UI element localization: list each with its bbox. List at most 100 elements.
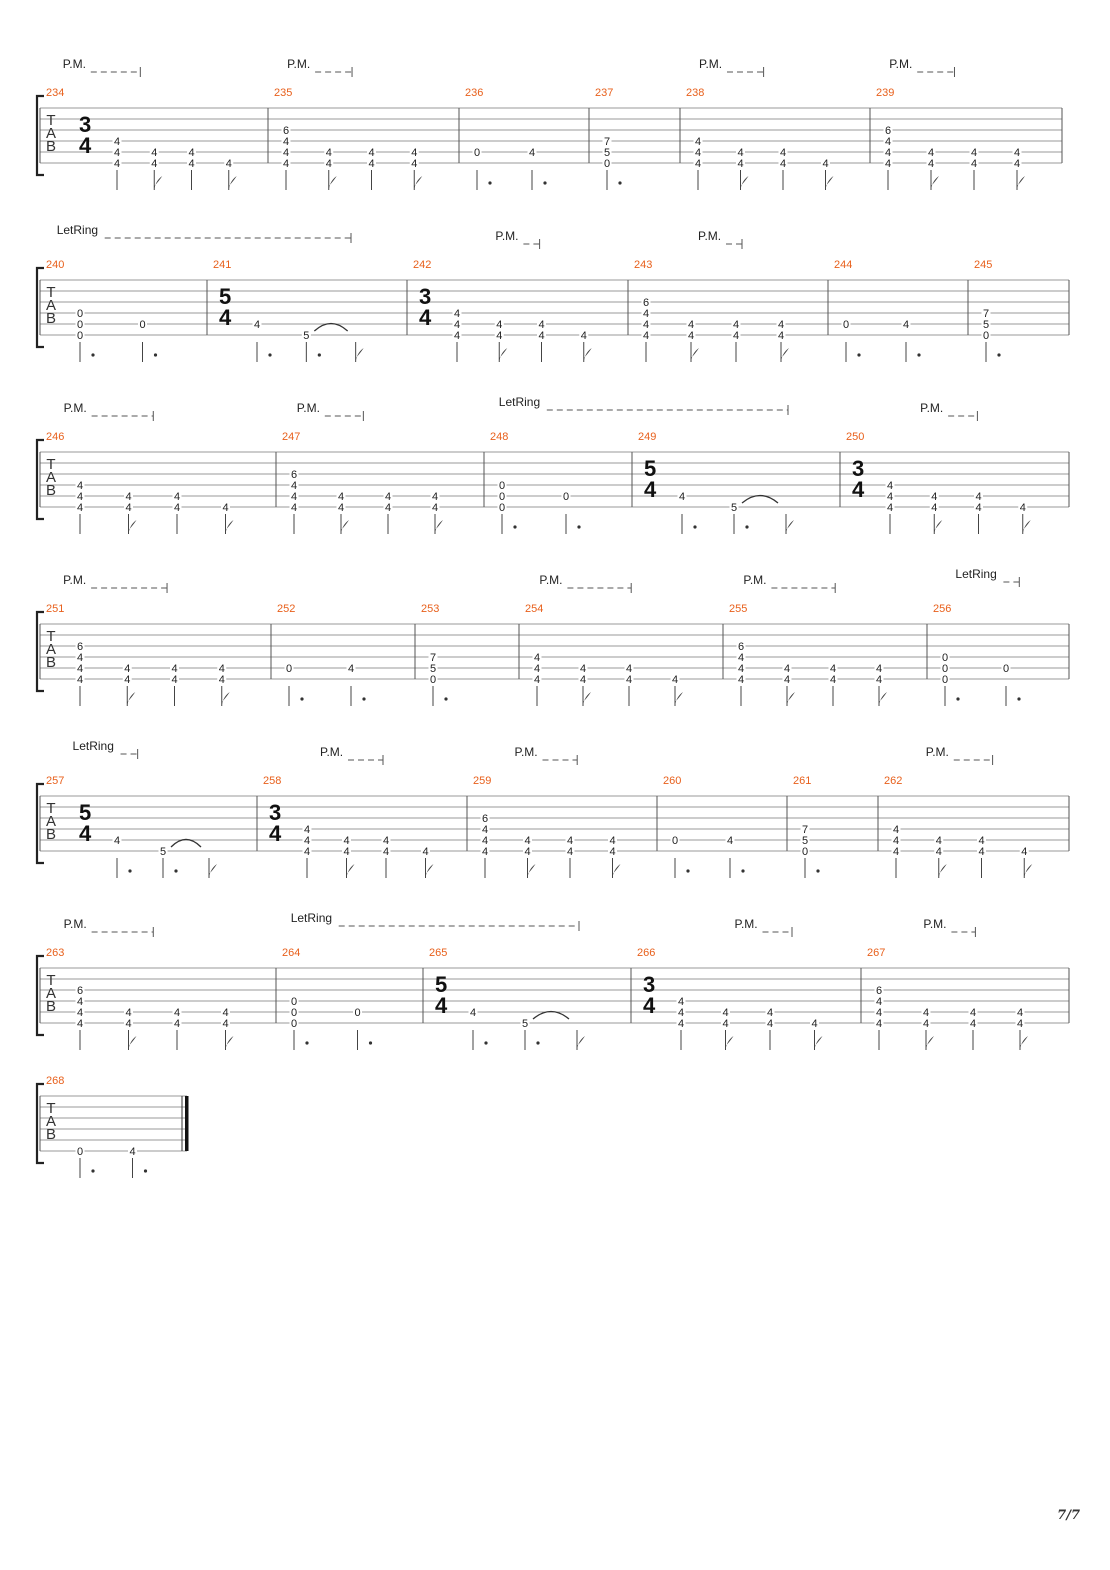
measure-number: 260 (663, 775, 681, 787)
fret-background (430, 501, 440, 513)
eighth-flag (1017, 176, 1025, 190)
fret-background (1001, 662, 1011, 674)
fret-number: 4 (830, 663, 836, 675)
measure-number: 243 (634, 259, 652, 271)
fret-background (602, 146, 612, 158)
fret-background (452, 318, 462, 330)
fret-background (800, 845, 810, 857)
fret-background (75, 1145, 85, 1157)
fret-background (289, 1017, 299, 1029)
let-ring-label: LetRing (291, 911, 332, 925)
time-signature-denominator: 4 (644, 477, 657, 502)
fret-background (75, 307, 85, 319)
fret-background (221, 1006, 230, 1018)
fret-background (381, 834, 391, 846)
measure-number: 247 (282, 431, 300, 443)
palm-mute-label: P.M. (63, 573, 86, 587)
fret-background (75, 1006, 85, 1018)
fret-number: 4 (538, 330, 544, 342)
fret-background (765, 1017, 775, 1029)
fret-number: 4 (368, 147, 374, 159)
fret-number: 4 (77, 491, 83, 503)
eighth-flag (128, 1036, 137, 1050)
fret-number: 5 (802, 835, 808, 847)
fret-number: 4 (978, 846, 984, 858)
fret-background (641, 318, 651, 330)
fret-background (302, 845, 312, 857)
fret-background (221, 1017, 230, 1029)
eighth-flag (926, 1036, 934, 1050)
fret-background (75, 640, 85, 652)
fret-background (75, 995, 85, 1007)
fret-number: 4 (733, 330, 739, 342)
fret-number: 5 (430, 663, 436, 675)
time-signature-numerator: 5 (644, 456, 656, 481)
eighth-flag (221, 692, 230, 706)
fret-background (289, 501, 299, 513)
rhythm-dot (857, 353, 861, 357)
fret-number: 5 (983, 319, 989, 331)
measure-number: 267 (867, 947, 885, 959)
tab-clef-letter: A (46, 985, 56, 1002)
fret-background (494, 318, 504, 330)
fret-background (172, 1006, 182, 1018)
fret-number: 4 (733, 319, 739, 331)
eighth-flag (879, 692, 887, 706)
fret-number: 4 (893, 835, 899, 847)
fret-number: 4 (893, 846, 899, 858)
time-signature-denominator: 4 (79, 821, 92, 846)
fret-background (921, 1006, 931, 1018)
fret-number: 4 (171, 674, 177, 686)
palm-mute-label: P.M. (926, 745, 949, 759)
fret-background (731, 318, 741, 330)
fret-background (579, 329, 589, 341)
fret-background (472, 146, 482, 158)
fret-number: 4 (679, 491, 685, 503)
fret-number: 4 (876, 1018, 882, 1030)
fret-number: 4 (887, 502, 893, 514)
measure-number: 245 (974, 259, 992, 271)
measure-number: 249 (638, 431, 656, 443)
fret-background (929, 490, 939, 502)
fret-background (676, 995, 686, 1007)
palm-mute-label: P.M. (63, 57, 86, 71)
fret-background (883, 124, 893, 136)
fret-number: 5 (522, 1018, 528, 1030)
fret-number: 4 (778, 330, 784, 342)
measure-number: 244 (834, 259, 852, 271)
fret-background (149, 157, 159, 169)
fret-background (578, 662, 588, 674)
fret-background (874, 1017, 884, 1029)
fret-background (346, 662, 356, 674)
fret-background (353, 1006, 362, 1018)
fret-number: 4 (219, 674, 225, 686)
fret-background (968, 1017, 978, 1029)
fret-background (624, 662, 634, 674)
fret-background (217, 673, 227, 685)
fret-number: 4 (174, 1007, 180, 1019)
fret-background (934, 834, 944, 846)
fret-background (342, 845, 351, 857)
fret-background (565, 834, 575, 846)
fret-number: 4 (291, 491, 297, 503)
fret-background (383, 490, 393, 502)
eighth-flag (934, 520, 943, 534)
eighth-flag (355, 348, 364, 362)
fret-number: 4 (609, 835, 615, 847)
fret-number: 4 (411, 147, 417, 159)
rhythm-dot (300, 697, 304, 701)
fret-background (885, 479, 895, 491)
fret-background (729, 501, 739, 513)
fret-background (981, 307, 991, 319)
fret-background (128, 1145, 137, 1157)
fret-number: 4 (822, 158, 828, 170)
time-signature-denominator: 4 (852, 477, 865, 502)
fret-background (670, 834, 680, 846)
fret-background (725, 834, 735, 846)
fret-number: 6 (77, 985, 83, 997)
fret-number: 4 (174, 1018, 180, 1030)
fret-background (494, 329, 504, 341)
fret-background (281, 157, 291, 169)
palm-mute-label: P.M. (743, 573, 766, 587)
fret-number: 4 (580, 663, 586, 675)
